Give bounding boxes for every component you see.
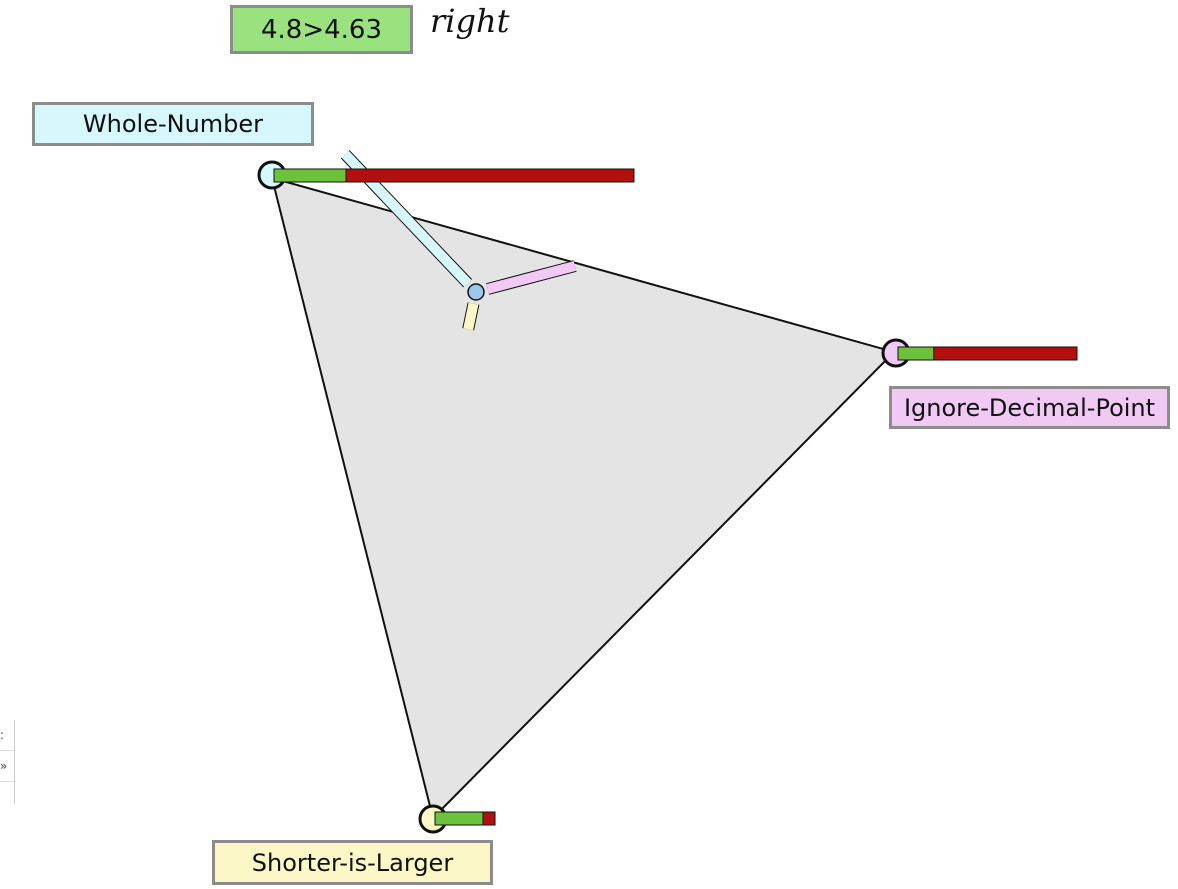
edge-mark: » <box>0 751 14 782</box>
blend-point-marker[interactable] <box>467 283 485 301</box>
label-whole-number: Whole-Number <box>32 102 314 146</box>
edge-mark: : <box>0 720 14 751</box>
strength-bar-ignore-decimal-point <box>897 346 1078 361</box>
left-edge-fragment: : » <box>0 720 15 804</box>
label-shorter-is-larger: Shorter-is-Larger <box>212 840 493 885</box>
strength-bar-whole-number-green <box>273 168 347 183</box>
spoke-shorter-is-larger-fill <box>463 302 479 331</box>
strength-bar-whole-number <box>273 168 635 183</box>
strength-bar-ignore-decimal-point-green <box>897 346 935 361</box>
verdict-text: right <box>430 2 510 40</box>
strength-bar-shorter-is-larger <box>434 811 496 826</box>
strategy-triangle <box>270 176 896 820</box>
label-ignore-decimal-point: Ignore-Decimal-Point <box>889 386 1170 429</box>
strength-bar-shorter-is-larger-green <box>434 811 484 826</box>
problem-box: 4.8>4.63 <box>230 5 413 54</box>
spoke-ignore-decimal-point-fill <box>486 261 577 294</box>
